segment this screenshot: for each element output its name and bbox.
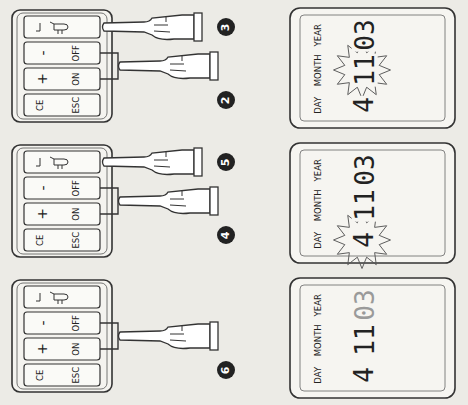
lcd-display	[290, 143, 455, 263]
key-label: ESC	[72, 231, 81, 248]
display-digits: 11	[351, 53, 377, 86]
key-label: ON	[72, 342, 81, 355]
display-digits: 03	[351, 153, 377, 186]
button-bracket	[100, 188, 118, 214]
key-label: CE	[36, 369, 45, 380]
display-digits: 4	[351, 96, 377, 114]
display-label: YEAR	[314, 24, 323, 46]
display-label: DAY	[314, 96, 323, 113]
pressing-hand	[103, 13, 203, 41]
display-label: YEAR	[314, 294, 323, 316]
keypad	[12, 280, 112, 392]
key-symbol: +	[35, 343, 49, 355]
display-label: MONTH	[314, 54, 323, 86]
display-label: MONTH	[314, 324, 323, 356]
key-symbol: -	[35, 50, 49, 55]
keypad	[12, 10, 112, 122]
button-bracket	[100, 323, 118, 349]
display-digits: 11	[351, 323, 377, 356]
display-digits: 4	[351, 366, 377, 384]
callout-number: 4	[220, 231, 231, 239]
pressing-hand	[119, 322, 219, 350]
key-symbol: -	[35, 185, 49, 190]
display-digits: 4	[351, 231, 377, 249]
pressing-hand	[119, 52, 219, 80]
callout-circle	[217, 18, 235, 36]
callout-number: 3	[220, 23, 231, 31]
key-label: ESC	[72, 366, 81, 383]
key-symbol: +	[35, 73, 49, 85]
key-label: OFF	[72, 315, 81, 331]
key-label: CE	[36, 234, 45, 245]
callout-number: 2	[220, 96, 231, 104]
display-digits: 03	[351, 18, 377, 51]
pressing-hand	[103, 148, 203, 176]
display-label: MONTH	[314, 189, 323, 221]
key-symbol: -	[35, 320, 49, 325]
callout-number: 5	[220, 158, 231, 166]
lcd-display	[290, 8, 455, 128]
callout-circle	[217, 153, 235, 171]
pressing-hand	[119, 187, 219, 215]
callout-circle	[217, 91, 235, 109]
lcd-display	[290, 278, 455, 398]
key-label: OFF	[72, 180, 81, 196]
key-label: CE	[36, 99, 45, 110]
keypad	[12, 145, 112, 257]
button-bracket	[100, 53, 118, 79]
key-label: ON	[72, 207, 81, 220]
display-label: YEAR	[314, 159, 323, 181]
key-symbol: +	[35, 208, 49, 220]
callout-number: 6	[220, 366, 231, 374]
display-digits: 11	[351, 188, 377, 221]
callout-circle	[217, 361, 235, 379]
key-label: ESC	[72, 96, 81, 113]
display-digits: 03	[351, 288, 377, 321]
display-label: DAY	[314, 366, 323, 383]
key-label: OFF	[72, 45, 81, 61]
display-label: DAY	[314, 231, 323, 248]
callout-circle	[217, 226, 235, 244]
key-label: ON	[72, 72, 81, 85]
